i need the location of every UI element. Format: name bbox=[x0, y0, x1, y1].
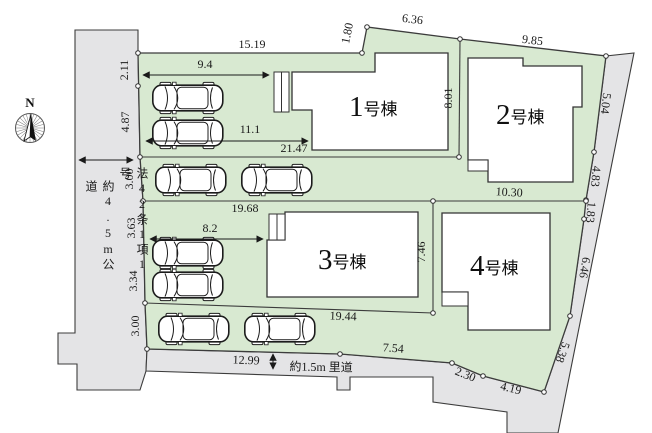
west-road-label: 法42条1項1号 約4.5m公道 bbox=[82, 167, 150, 277]
dim-south-seg4: 4.19 bbox=[499, 379, 523, 398]
south-road-label: 約1.5m 里道 bbox=[289, 358, 353, 374]
dim-left-seg2: 4.87 bbox=[118, 112, 132, 133]
dim-left-seg5: 3.34 bbox=[126, 271, 140, 292]
dim-east-seg4: 6.46 bbox=[576, 256, 593, 279]
dim-ne-seg3: 9.85 bbox=[521, 32, 544, 48]
dim-south-seg1: 12.99 bbox=[232, 353, 259, 368]
parcel-divider-lines bbox=[140, 39, 586, 314]
compass-north-label: N bbox=[25, 95, 35, 110]
dim-lot34-divider: 7.46 bbox=[414, 242, 428, 263]
boundary-points bbox=[135, 24, 609, 395]
dim-lot3-north: 19.68 bbox=[232, 201, 259, 215]
building-1-label: 1号棟 bbox=[349, 91, 398, 123]
compass-needle-light bbox=[23, 113, 32, 142]
dim-lot3-south: 19.44 bbox=[329, 309, 356, 324]
dim-east-seg5: 5.38 bbox=[553, 340, 573, 365]
car-icon bbox=[152, 116, 224, 150]
dim-east-seg2: 4.83 bbox=[588, 165, 604, 187]
building-2-porch bbox=[467, 159, 489, 172]
dim-left-seg1: 2.11 bbox=[117, 60, 131, 81]
dim-south-seg2: 7.54 bbox=[382, 340, 404, 355]
carport-pillars bbox=[268, 71, 290, 241]
car-icon bbox=[241, 163, 313, 197]
dim-lot12-divider: 8.01 bbox=[441, 88, 455, 109]
dim-top-edge: 15.19 bbox=[239, 37, 266, 51]
dim-left-seg3: 3.00 bbox=[122, 169, 136, 190]
car-icon bbox=[152, 268, 224, 302]
building-2-label: 2号棟 bbox=[496, 99, 545, 131]
car-icon bbox=[152, 236, 224, 270]
building-4-porch bbox=[441, 291, 469, 307]
dim-east-seg3: 1.83 bbox=[583, 201, 599, 223]
dim-left-seg4: 3.63 bbox=[124, 218, 138, 239]
dim-mid-band-width: 21.47 bbox=[281, 141, 308, 155]
dimension-labels: 15.19 9.4 2.11 4.87 3.00 3.63 3.34 3.00 … bbox=[117, 11, 614, 398]
dim-east-seg1: 5.04 bbox=[598, 92, 614, 115]
dim-carport3-width: 8.2 bbox=[203, 221, 218, 235]
building-3-label: 3号棟 bbox=[318, 244, 367, 276]
buildings-group bbox=[266, 52, 583, 331]
car-icon bbox=[152, 81, 224, 115]
west-road-label-line2: 約4.5m公道 bbox=[84, 180, 115, 272]
west-road-label-line1: 法42条1項1号 bbox=[118, 167, 149, 273]
dim-ne-seg2: 6.36 bbox=[401, 11, 424, 27]
dim-carport1-width: 9.4 bbox=[198, 57, 213, 71]
dim-carport1b-width: 11.1 bbox=[240, 122, 261, 136]
north-compass: N bbox=[15, 95, 45, 143]
roads-group bbox=[57, 29, 635, 433]
building-1-shape bbox=[291, 52, 449, 151]
dim-ne-seg1: 1.80 bbox=[338, 21, 356, 44]
dim-lot4-north: 10.30 bbox=[495, 184, 523, 199]
compass-needle-dark bbox=[30, 114, 36, 141]
building-4-label: 4号棟 bbox=[470, 250, 519, 282]
car-icon bbox=[244, 312, 316, 346]
building-labels: 1号棟 2号棟 3号棟 4号棟 bbox=[318, 91, 545, 282]
dim-left-seg6: 3.00 bbox=[128, 316, 142, 337]
car-icon bbox=[155, 163, 227, 197]
dimension-arrows bbox=[78, 71, 309, 370]
car-icon bbox=[158, 312, 230, 346]
